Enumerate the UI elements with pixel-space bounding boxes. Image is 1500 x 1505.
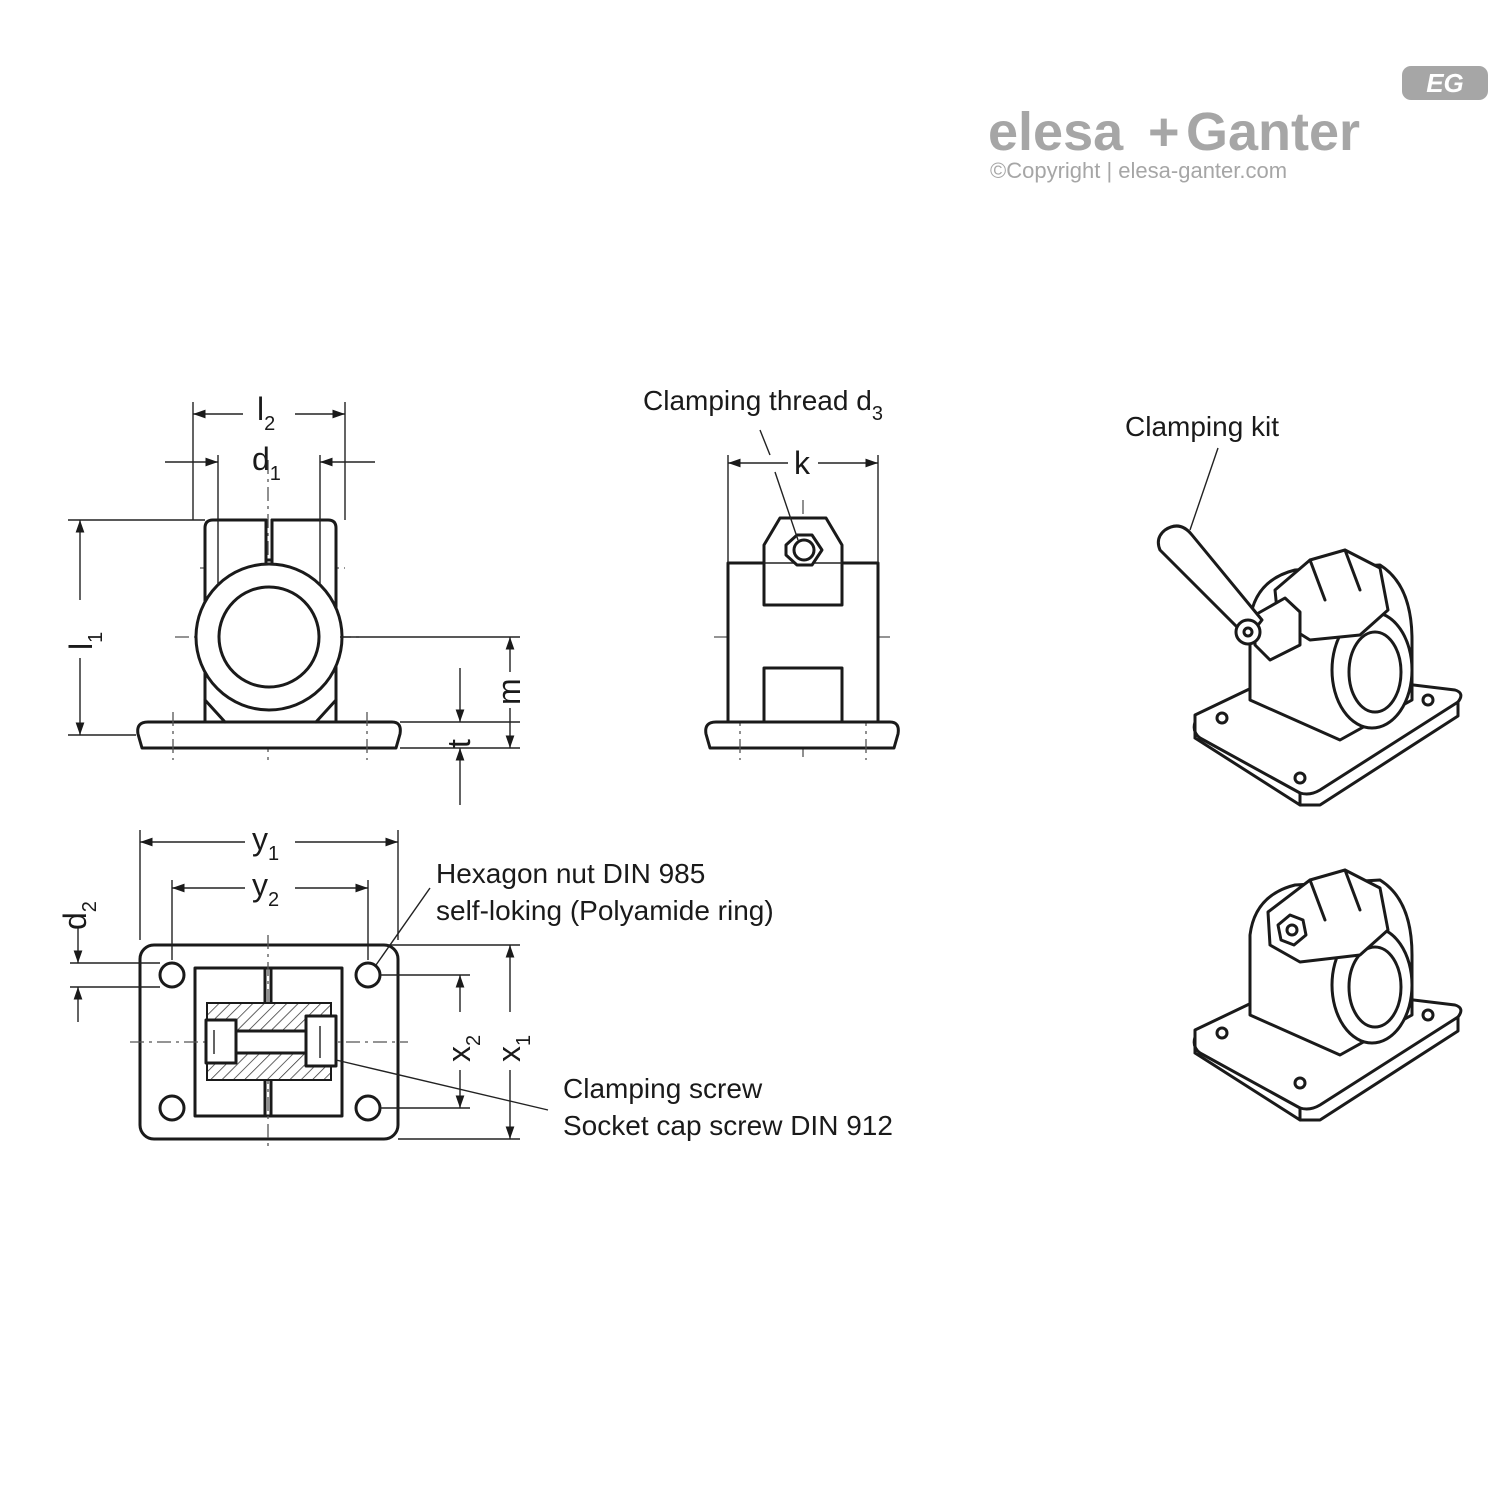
callout-clamping-thread: Clamping thread d3 — [643, 385, 883, 425]
dim-l2: l2 — [257, 391, 275, 435]
isometric-with-kit: Clamping kit — [1125, 411, 1463, 807]
front-view: l2 d1 l1 m t — [62, 391, 527, 805]
dim-k: k — [794, 445, 811, 481]
callout-clamp-screw-line1: Clamping screw — [563, 1073, 763, 1104]
brand-plus: + — [1148, 102, 1180, 162]
brand-copyright: ©Copyright | elesa-ganter.com — [990, 158, 1287, 183]
dim-x2: x2 — [441, 1035, 485, 1062]
isometric-without-kit — [1192, 868, 1463, 1122]
top-view: y1 y2 d2 x2 x1 Hexagon nut DIN 985 self-… — [57, 821, 893, 1150]
dim-d2: d2 — [57, 901, 101, 930]
dim-l1: l1 — [63, 632, 107, 650]
callout-clamp-screw-line2: Socket cap screw DIN 912 — [563, 1110, 893, 1141]
brand-name-right: Ganter — [1186, 102, 1360, 162]
dim-y2: y2 — [252, 867, 279, 911]
dim-x1: x1 — [491, 1035, 535, 1062]
brand-name-left: elesa — [988, 102, 1124, 162]
callout-clamping-kit: Clamping kit — [1125, 411, 1279, 442]
dim-d1: d1 — [252, 441, 281, 485]
brand-badge-box — [1402, 66, 1488, 100]
brand-logo: EG elesa + Ganter ©Copyright | elesa-gan… — [988, 66, 1488, 183]
dim-y1: y1 — [252, 821, 279, 865]
side-view: k Clamping thread d3 — [643, 385, 900, 760]
dim-t: t — [441, 739, 477, 748]
dim-m: m — [491, 678, 527, 705]
callout-hex-nut-line2: self-loking (Polyamide ring) — [436, 895, 774, 926]
callout-hex-nut-line1: Hexagon nut DIN 985 — [436, 858, 705, 889]
brand-badge: EG — [1426, 68, 1464, 98]
